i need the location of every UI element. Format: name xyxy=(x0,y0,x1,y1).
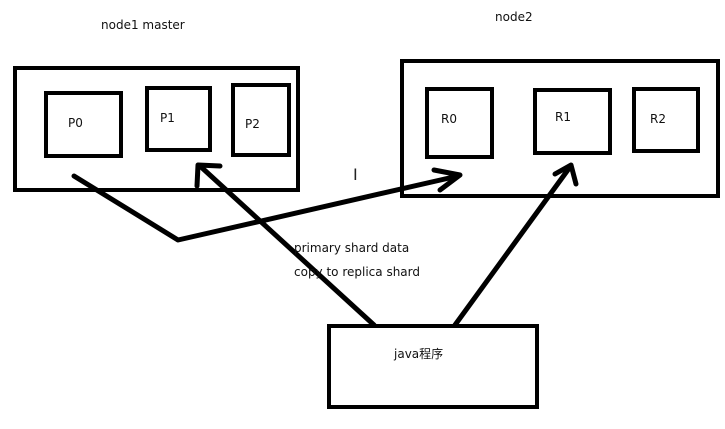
node2-box xyxy=(400,59,720,198)
shard-label-p2: P2 xyxy=(245,117,260,131)
shard-label-r2: R2 xyxy=(650,112,666,126)
java-program-label: java程序 xyxy=(394,347,444,361)
replication-note-line-2: copy to replica shard xyxy=(294,265,420,279)
shard-box-r2 xyxy=(632,87,700,153)
shard-box-p0 xyxy=(44,91,123,158)
shard-box-p2 xyxy=(231,83,291,157)
shard-box-r1 xyxy=(533,88,612,155)
shard-label-p1: P1 xyxy=(160,111,175,125)
client-to-r1-arrow xyxy=(452,164,573,328)
shard-box-p1 xyxy=(145,86,212,152)
client-to-p1-arrow xyxy=(197,163,377,328)
client-to-p1-arrowhead xyxy=(194,162,223,189)
shard-label-r1: R1 xyxy=(555,110,571,124)
replication-note-line-1: primary shard data xyxy=(294,241,410,255)
replication-arrowhead xyxy=(431,167,463,193)
shard-label-p0: P0 xyxy=(68,116,83,130)
node1-title: node1 master xyxy=(101,18,185,32)
node1-box xyxy=(13,66,300,192)
shard-box-r0 xyxy=(425,87,494,159)
node2-title: node2 xyxy=(495,10,533,24)
text-cursor-icon: I xyxy=(353,165,358,184)
replication-arrow xyxy=(71,173,461,243)
java-program-box xyxy=(327,324,539,409)
client-to-r1-arrowhead xyxy=(552,162,579,187)
shard-label-r0: R0 xyxy=(441,112,457,126)
